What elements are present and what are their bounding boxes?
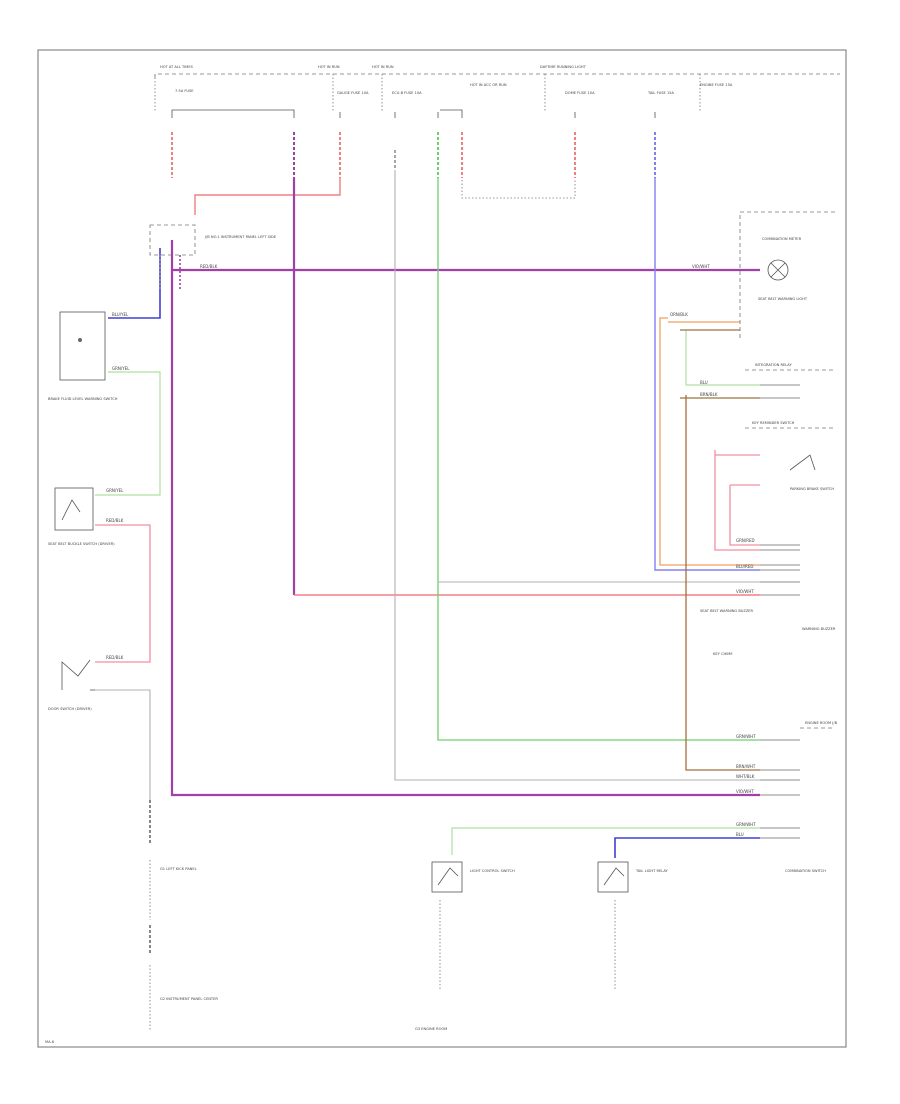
wire-code-19: BLU (700, 380, 708, 385)
label-hot-in-acc-run: HOT IN ACC OR RUN (470, 83, 507, 87)
label-light-control-switch: LIGHT CONTROL SWITCH (470, 869, 515, 873)
wire-code-13: BLU (736, 832, 744, 837)
label-parking-brake: PARKING BRAKE SWITCH (790, 487, 834, 491)
wire-code-5: GRN/YEL (106, 488, 124, 493)
wire-code-14: GRN/RED (736, 538, 755, 543)
wire-code-labels: RED/BLK VIO/WHT BLU/YEL GRN/YEL GRN/YEL … (106, 264, 756, 837)
wire-code-6: RED/BLK (106, 518, 124, 523)
label-ground-right: G3 ENGINE ROOM (415, 1027, 447, 1031)
power-sources: HOT AT ALL TIMES HOT IN RUN HOT IN RUN D… (154, 65, 840, 118)
wire-code-2: VIO/WHT (692, 264, 710, 269)
label-daytime-running-light: DAYTIME RUNNING LIGHT (540, 65, 587, 69)
wire-code-8: VIO/WHT (736, 789, 754, 794)
seat-belt-buckle-switch: SEAT BELT BUCKLE SWITCH (DRIVER) (48, 487, 115, 546)
pin-stubs (760, 384, 800, 839)
tail-light-relay: TAIL LIGHT RELAY (597, 861, 668, 990)
label-fuse-ecu: ECU-B FUSE 10A (392, 91, 422, 95)
label-engine-room-jb: ENGINE ROOM J/B (805, 721, 838, 725)
label-seat-belt-buckle-switch: SEAT BELT BUCKLE SWITCH (DRIVER) (48, 542, 115, 546)
label-seat-belt-warning-light: SEAT BELT WARNING LIGHT (758, 297, 808, 301)
wire-code-17: VIO/WHT (736, 589, 754, 594)
label-hot-in-run-left: HOT IN RUN (318, 65, 340, 69)
wire-code-4: GRN/YEL (112, 366, 130, 371)
label-combination-meter: COMBINATION METER (762, 237, 802, 241)
label-hot-in-run-right: HOT IN RUN (372, 65, 394, 69)
label-tail-light-relay: TAIL LIGHT RELAY (635, 869, 668, 873)
wire-code-1: RED/BLK (200, 264, 218, 269)
label-ground-center: G2 INSTRUMENT PANEL CENTER (160, 997, 218, 1001)
wire-code-3: BLU/YEL (112, 312, 129, 317)
label-brake-fluid-switch: BRAKE FLUID LEVEL WARNING SWITCH (48, 397, 118, 401)
combination-meter: COMBINATION METER SEAT BELT WARNING LIGH… (739, 211, 835, 340)
label-fuse-dome: DOME FUSE 10A (565, 91, 595, 95)
label-door-switch: DOOR SWITCH (DRIVER) (48, 707, 92, 711)
wire-code-15: BLU/RED (736, 564, 753, 569)
label-warning-buzzer: WARNING BUZZER (802, 627, 836, 631)
label-fuse-gauge: GAUGE FUSE 10A (337, 91, 369, 95)
label-ground-left: G1 LEFT KICK PANEL (160, 867, 197, 871)
corner-reference: MA-6 (45, 1040, 55, 1044)
label-key-reminder: KEY REMINDER SWITCH (752, 421, 795, 425)
wire-code-12: WHT/BLK (736, 774, 755, 779)
junction-block: J/B NO.1 INSTRUMENT PANEL LEFT SIDE (149, 224, 277, 290)
brake-fluid-warning-switch: BRAKE FLUID LEVEL WARNING SWITCH (48, 311, 118, 401)
engine-room-jb: ENGINE ROOM J/B COMBINATION SWITCH (785, 721, 838, 873)
wire-code-7: RED/BLK (106, 655, 124, 660)
label-fuse-tail: TAIL FUSE 15A (647, 91, 675, 95)
label-signal: SEAT BELT WARNING BUZZER (700, 609, 754, 613)
label-hot-at-all-times: HOT AT ALL TIMES (160, 65, 194, 69)
label-combination-switch: COMBINATION SWITCH (785, 869, 826, 873)
diagram-border (37, 49, 847, 1048)
integration-relay: INTEGRATION RELAY KEY REMINDER SWITCH PA… (700, 363, 836, 656)
label-key-chime: KEY CHIME (713, 652, 733, 656)
door-switch-driver: DOOR SWITCH (DRIVER) (48, 659, 95, 711)
label-fuse-20a: 7.5A FUSE (175, 89, 194, 93)
left-ground-chain: G1 LEFT KICK PANEL G2 INSTRUMENT PANEL C… (149, 800, 218, 1030)
wire-code-16: BRN/WHT (736, 764, 756, 769)
label-junction-block: J/B NO.1 INSTRUMENT PANEL LEFT SIDE (204, 235, 277, 239)
wire-code-18: GRN/WHT (736, 822, 756, 827)
light-control-switch: LIGHT CONTROL SWITCH G3 ENGINE ROOM (415, 861, 515, 1031)
label-fuse-engine: ENGINE FUSE 15A (700, 83, 733, 87)
wire-code-10: ORN/BLK (670, 312, 688, 317)
wire-code-9: GRN/WHT (736, 734, 756, 739)
label-integration-relay: INTEGRATION RELAY (755, 363, 792, 367)
wires (95, 170, 760, 858)
top-connectors (171, 132, 656, 178)
wire-code-11: BRN/BLK (700, 392, 718, 397)
